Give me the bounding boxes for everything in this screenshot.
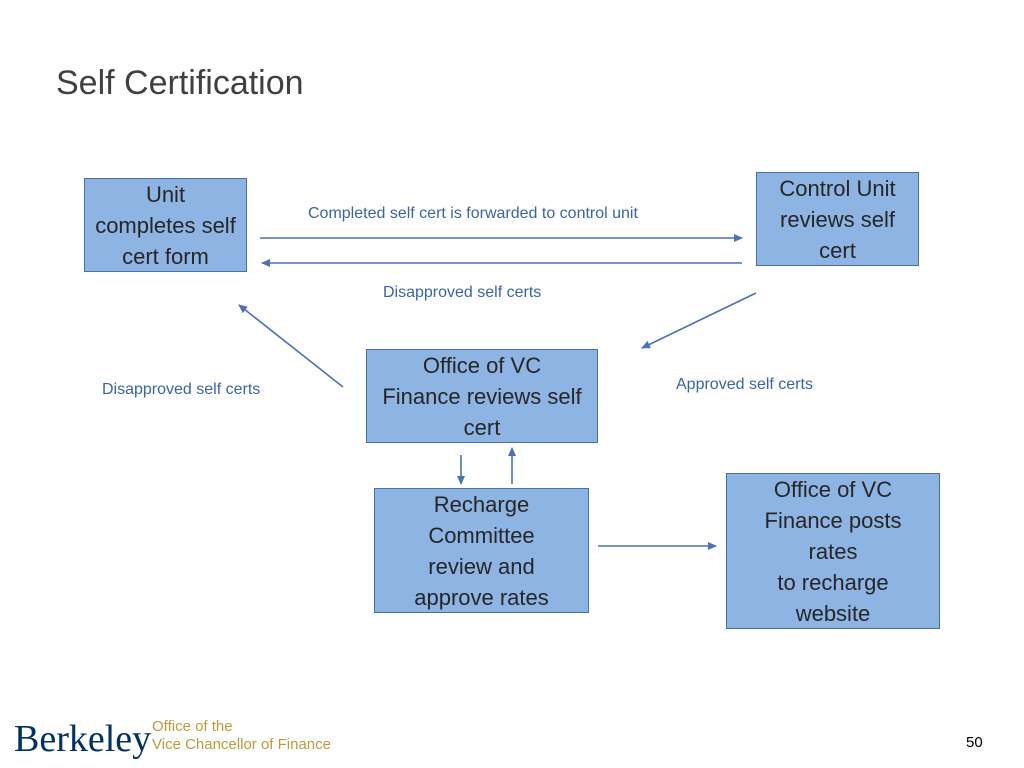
control-unit-box: Control Unit reviews self cert: [756, 172, 919, 266]
committee-line-4: approve rates: [414, 584, 549, 610]
post-line-3: rates: [808, 538, 858, 564]
post-line-4: to recharge: [777, 569, 889, 595]
label-disapproved-top: Disapproved self certs: [383, 284, 542, 301]
org-line-2: Vice Chancellor of Finance: [152, 736, 331, 753]
post-line-2: Finance posts: [764, 507, 902, 533]
slide-title: Self Certification: [56, 64, 304, 102]
label-forwarded: Completed self cert is forwarded to cont…: [308, 205, 638, 222]
org-line-1: Office of the: [152, 718, 233, 735]
office-review-line-2: Finance reviews self: [382, 383, 582, 409]
control-line-3: cert: [819, 237, 856, 263]
page-number: 50: [966, 734, 983, 751]
post-line-5: website: [795, 600, 871, 626]
committee-line-3: review and: [428, 553, 535, 579]
control-line-2: reviews self: [780, 206, 895, 232]
office-review-line-1: Office of VC: [422, 352, 542, 378]
org-name: Office of the Vice Chancellor of Finance: [152, 718, 331, 754]
label-approved: Approved self certs: [676, 376, 813, 393]
unit-line-3: cert form: [122, 243, 209, 269]
recharge-committee-box: Recharge Committee review and approve ra…: [374, 488, 589, 613]
arrow-office-to-unit: [238, 304, 344, 388]
unit-line-1: Unit: [145, 181, 186, 207]
arrow-control-to-office: [641, 292, 757, 349]
office-review-line-3: cert: [463, 414, 501, 440]
berkeley-logo: Berkeley: [14, 718, 152, 760]
post-line-1: Office of VC: [773, 476, 893, 502]
unit-completes-box: Unit completes self cert form: [84, 178, 247, 272]
control-line-1: Control Unit: [779, 175, 896, 201]
committee-line-2: Committee: [428, 522, 535, 548]
office-post-box: Office of VC Finance posts rates to rech…: [726, 473, 940, 629]
office-review-box: Office of VC Finance reviews self cert: [366, 349, 598, 443]
label-disapproved-left: Disapproved self certs: [102, 381, 261, 398]
committee-line-1: Recharge: [433, 491, 530, 517]
unit-line-2: completes self: [95, 212, 236, 238]
